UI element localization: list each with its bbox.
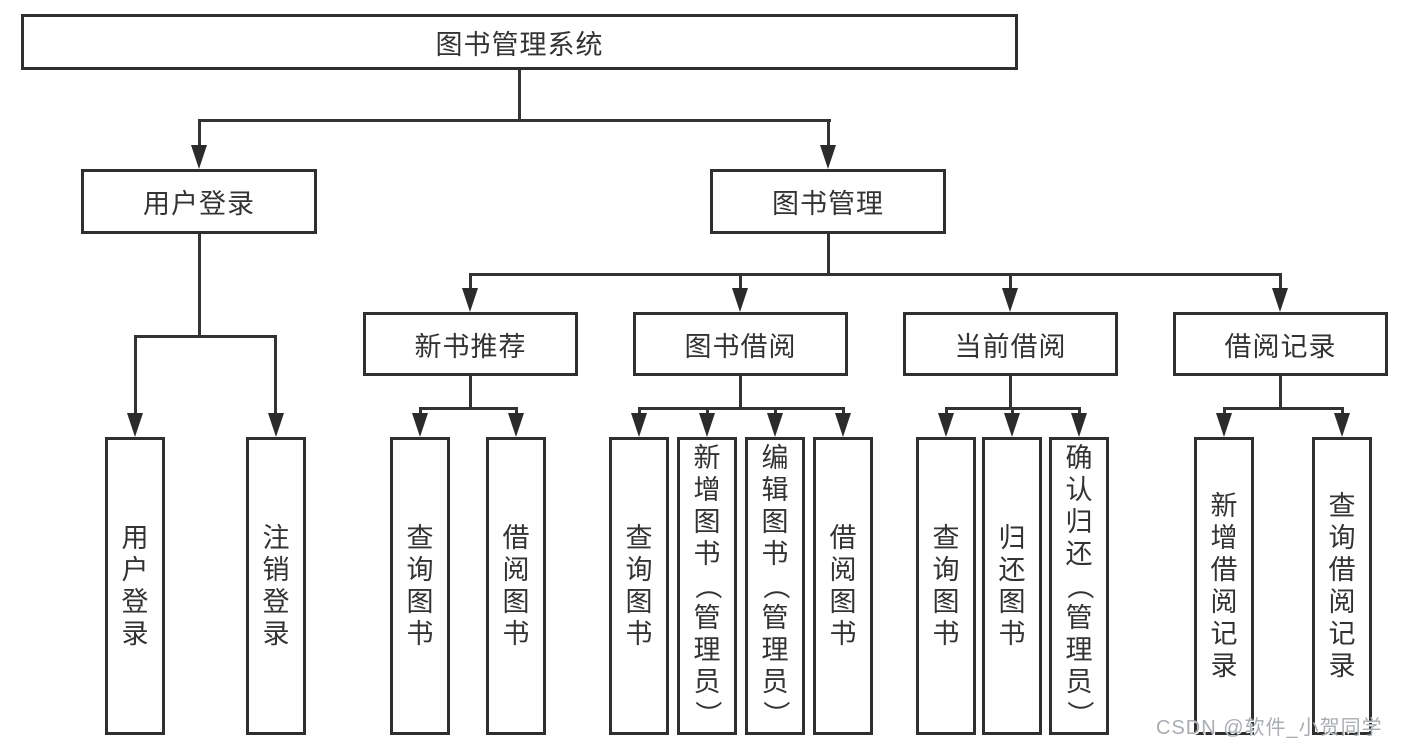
watermark: CSDN @软件_小贺同学 (1156, 717, 1383, 739)
leaf-query-borrow-record: 查询借阅记录 (1312, 437, 1372, 735)
connector-drop-level3 (1279, 273, 1282, 295)
leaf-borrow-books: 借阅图书 (486, 437, 546, 735)
arrow-down-icon (699, 413, 715, 437)
connector-records-hbar (1223, 407, 1344, 410)
node-library-system: 图书管理系统 (21, 14, 1018, 70)
arrow-down-icon (1216, 413, 1232, 437)
arrow-down-icon (191, 145, 207, 169)
leaf-add-book-admin: 新增图书（管理员） (677, 437, 737, 735)
node-borrowing-records: 借阅记录 (1173, 312, 1388, 376)
connector-book-mgmt-stem (827, 234, 830, 275)
connector-root-stem (518, 70, 521, 121)
arrow-down-icon (938, 413, 954, 437)
arrow-down-icon (412, 413, 428, 437)
connector-drop-user-login (198, 119, 201, 151)
leaf-user-login: 用户登录 (105, 437, 165, 735)
arrow-down-icon (835, 413, 851, 437)
node-current-borrowing: 当前借阅 (903, 312, 1118, 376)
connector-drop-level3 (469, 273, 472, 295)
leaf-confirm-return-admin: 确认归还（管理员） (1049, 437, 1109, 735)
connector-l3-stem (739, 376, 742, 409)
connector-drop-leaf (134, 335, 137, 420)
leaf-add-borrow-record: 新增借阅记录 (1194, 437, 1254, 735)
leaf-logout: 注销登录 (246, 437, 306, 735)
connector-l3-stem (469, 376, 472, 409)
node-new-book-recommend: 新书推荐 (363, 312, 578, 376)
arrow-down-icon (1002, 288, 1018, 312)
arrow-down-icon (508, 413, 524, 437)
connector-l3-stem (1279, 376, 1282, 409)
arrow-down-icon (767, 413, 783, 437)
arrow-down-icon (462, 288, 478, 312)
connector-newbook-hbar (419, 407, 518, 410)
connector-drop-level3 (1009, 273, 1012, 295)
node-book-management: 图书管理 (710, 169, 946, 234)
leaf-borrow-books: 借阅图书 (813, 437, 873, 735)
node-book-borrowing: 图书借阅 (633, 312, 848, 376)
leaf-return-books: 归还图书 (982, 437, 1042, 735)
arrow-down-icon (631, 413, 647, 437)
connector-user-login-hbar (134, 335, 277, 338)
leaf-query-books: 查询图书 (390, 437, 450, 735)
connector-user-login-stem (198, 234, 201, 337)
connector-level2-hbar (198, 119, 831, 122)
arrow-down-icon (732, 288, 748, 312)
arrow-down-icon (268, 413, 284, 437)
arrow-down-icon (1272, 288, 1288, 312)
arrow-down-icon (127, 413, 143, 437)
arrow-down-icon (820, 145, 836, 169)
arrow-down-icon (1334, 413, 1350, 437)
connector-borrowing-hbar (638, 407, 845, 410)
leaf-edit-book-admin: 编辑图书（管理员） (745, 437, 805, 735)
connector-drop-book-mgmt (827, 119, 830, 151)
leaf-query-books: 查询图书 (916, 437, 976, 735)
node-user-login: 用户登录 (81, 169, 317, 234)
arrow-down-icon (1004, 413, 1020, 437)
connector-drop-level3 (739, 273, 742, 295)
connector-l3-stem (1009, 376, 1012, 409)
leaf-query-books: 查询图书 (609, 437, 669, 735)
connector-level3-hbar (469, 273, 1282, 276)
connector-drop-leaf (274, 335, 277, 420)
arrow-down-icon (1071, 413, 1087, 437)
